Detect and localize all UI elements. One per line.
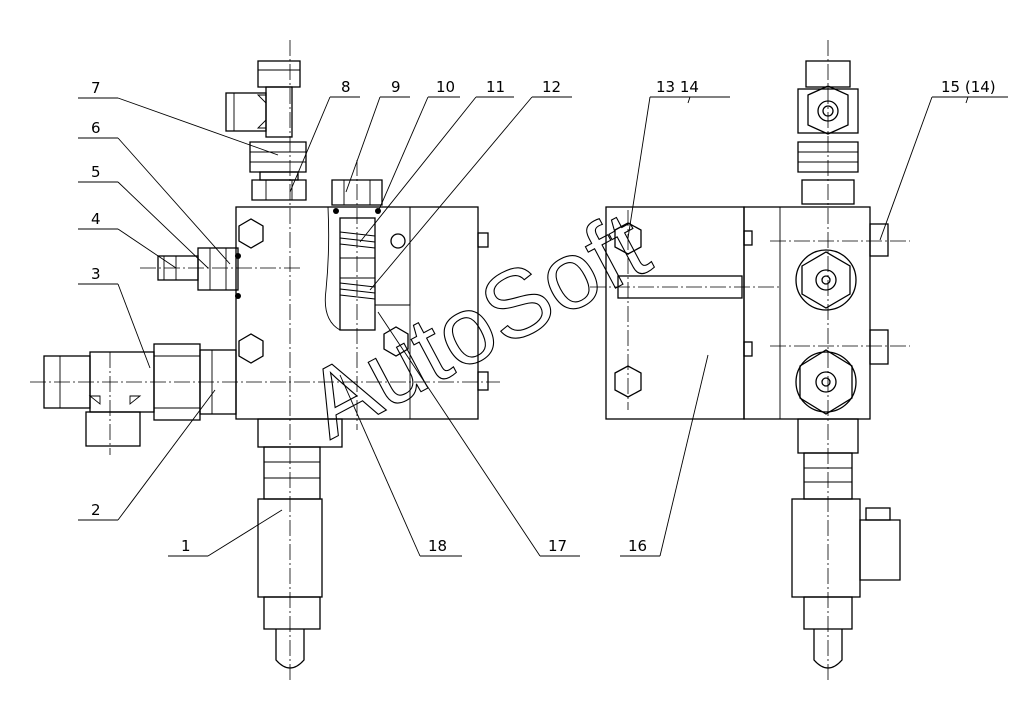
side-view (590, 206, 780, 420)
label-3: 3 (91, 265, 101, 283)
label-8: 8 (341, 78, 351, 96)
front-view (30, 40, 500, 680)
label-4: 4 (91, 210, 101, 228)
bolt-head (238, 218, 264, 249)
label-1: 1 (181, 537, 191, 555)
label-17: 17 (548, 537, 567, 555)
label-13-14: 13 14 (656, 78, 699, 96)
label-2: 2 (91, 501, 101, 519)
label-6: 6 (91, 119, 101, 137)
label-7: 7 (91, 79, 101, 97)
label-12: 12 (542, 78, 561, 96)
label-11: 11 (486, 78, 505, 96)
leader-lines (78, 96, 1008, 557)
label-16: 16 (628, 537, 647, 555)
label-15: 15 (14) (941, 78, 996, 96)
part-labels: 7 6 5 4 3 2 1 8 9 10 11 12 13 14 15 (14)… (91, 78, 996, 555)
bolt-head (238, 333, 264, 364)
label-5: 5 (91, 163, 101, 181)
right-view (743, 40, 910, 680)
spring (339, 231, 376, 300)
bolt-head (383, 326, 409, 357)
label-18: 18 (428, 537, 447, 555)
label-9: 9 (391, 78, 401, 96)
label-10: 10 (436, 78, 455, 96)
